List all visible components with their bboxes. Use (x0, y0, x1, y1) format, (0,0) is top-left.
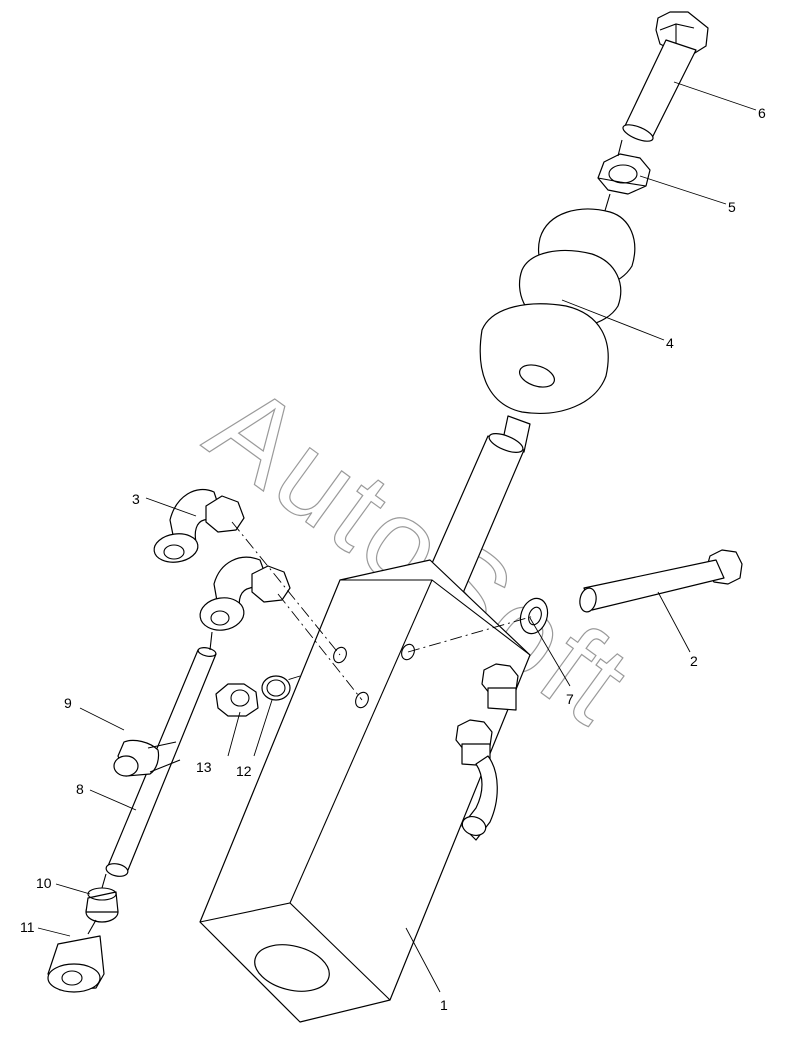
leader-6 (673, 81, 757, 111)
part-3-elbow (153, 488, 245, 563)
axis-line-11 (87, 919, 97, 935)
part-9-elbow (113, 739, 181, 777)
center-line-elbow (277, 593, 363, 701)
leader-1 (405, 927, 441, 993)
callout-13: 13 (196, 759, 212, 775)
leader-10 (55, 883, 91, 895)
callout-7: 7 (566, 691, 574, 707)
leader-13 (227, 711, 241, 757)
callout-3: 3 (132, 491, 140, 507)
callout-2: 2 (690, 653, 698, 669)
part-shaft (421, 415, 531, 601)
part-11-cap (47, 935, 105, 993)
callout-1: 1 (440, 997, 448, 1013)
part-10-sleeve (85, 887, 119, 923)
part-6-bolt (622, 11, 709, 142)
leader-8 (89, 789, 137, 811)
leader-7 (529, 617, 571, 687)
center-line-3 (231, 521, 341, 656)
callout-11: 11 (20, 919, 35, 935)
leader-2 (657, 591, 691, 653)
callout-6: 6 (758, 105, 766, 121)
part-12-seal (261, 675, 291, 701)
leader-3 (145, 497, 197, 517)
part-elbow-lower (199, 556, 291, 631)
callout-12: 12 (236, 763, 252, 779)
part-13-nut (215, 683, 259, 717)
part-4-bellows (479, 208, 636, 414)
part-5-nut (597, 153, 651, 195)
leader-12 (253, 699, 273, 757)
axis-line-top (617, 139, 623, 157)
callout-8: 8 (76, 781, 84, 797)
leader-9 (79, 707, 125, 731)
callout-4: 4 (666, 335, 674, 351)
leader-11 (37, 927, 71, 937)
leader-4 (561, 299, 665, 341)
callout-10: 10 (36, 875, 52, 891)
callout-9: 9 (64, 695, 72, 711)
leader-5 (639, 175, 727, 205)
axis-line-8 (209, 631, 213, 651)
part-1-block (199, 559, 531, 1023)
callout-5: 5 (728, 199, 736, 215)
part-2-long-bolt (579, 549, 743, 613)
axis-line-10 (101, 873, 107, 889)
part-7-washer (519, 597, 549, 635)
part-8-tube (105, 647, 217, 877)
